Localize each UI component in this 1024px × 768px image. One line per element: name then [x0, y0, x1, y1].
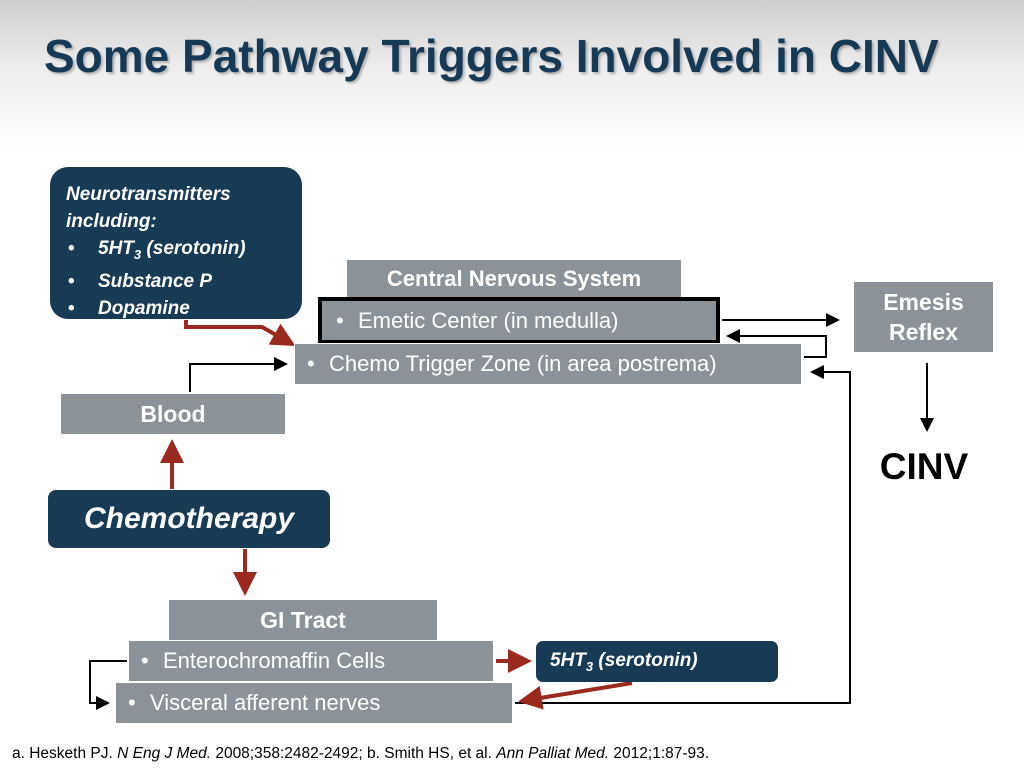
- emesis-reflex-box: Emesis Reflex: [853, 281, 994, 353]
- citation: a. Hesketh PJ. N Eng J Med. 2008;358:248…: [12, 745, 710, 762]
- arrow-visceral-to-ctz: [515, 365, 851, 704]
- arrow-entero-to-visceral: [89, 660, 127, 710]
- emetic-center-box: • Emetic Center (in medulla): [318, 297, 720, 344]
- serotonin-box: 5HT3 (serotonin): [536, 641, 778, 682]
- arrow-serotonin-to-visceral: [518, 681, 633, 710]
- neurotransmitter-item: Dopamine: [66, 295, 286, 322]
- neurotransmitter-item: 5HT3 (serotonin): [66, 235, 286, 268]
- serotonin-label: 5HT3 (serotonin): [550, 649, 698, 674]
- neurotransmitters-heading: Neurotransmitters including:: [66, 184, 231, 232]
- bullet: •: [307, 351, 315, 376]
- blood-box: Blood: [60, 393, 286, 435]
- bullet: •: [141, 648, 149, 673]
- emetic-center-label: Emetic Center (in medulla): [358, 307, 619, 333]
- bullet: •: [128, 690, 136, 715]
- slide-title: Some Pathway Triggers Involved in CINV: [44, 30, 939, 82]
- chemo-trigger-zone-label: Chemo Trigger Zone (in area postrema): [329, 351, 717, 376]
- neurotransmitter-item: Substance P: [66, 268, 286, 295]
- neurotransmitters-list: 5HT3 (serotonin) Substance P Dopamine: [66, 235, 286, 322]
- enterochromaffin-box: • Enterochromaffin Cells: [128, 640, 494, 682]
- arrow-blood-to-ctz: [189, 357, 288, 392]
- enterochromaffin-label: Enterochromaffin Cells: [163, 648, 386, 673]
- arrow-neurotransmitters-to-ctz: [184, 320, 296, 346]
- emesis-reflex-line1: Emesis: [883, 289, 964, 315]
- visceral-afferent-box: • Visceral afferent nerves: [115, 682, 513, 724]
- gi-tract-heading: GI Tract: [168, 599, 438, 641]
- arrow-ctz-to-emetic: [726, 329, 827, 358]
- chemo-trigger-zone-box: • Chemo Trigger Zone (in area postrema): [294, 343, 802, 385]
- chemotherapy-box: Chemotherapy: [48, 490, 330, 548]
- cns-heading: Central Nervous System: [346, 259, 682, 299]
- visceral-afferent-label: Visceral afferent nerves: [150, 690, 381, 715]
- bullet: •: [336, 307, 344, 333]
- neurotransmitters-box: Neurotransmitters including: 5HT3 (serot…: [50, 167, 302, 322]
- emesis-reflex-line2: Reflex: [888, 319, 959, 345]
- cinv-label: CINV: [879, 446, 969, 487]
